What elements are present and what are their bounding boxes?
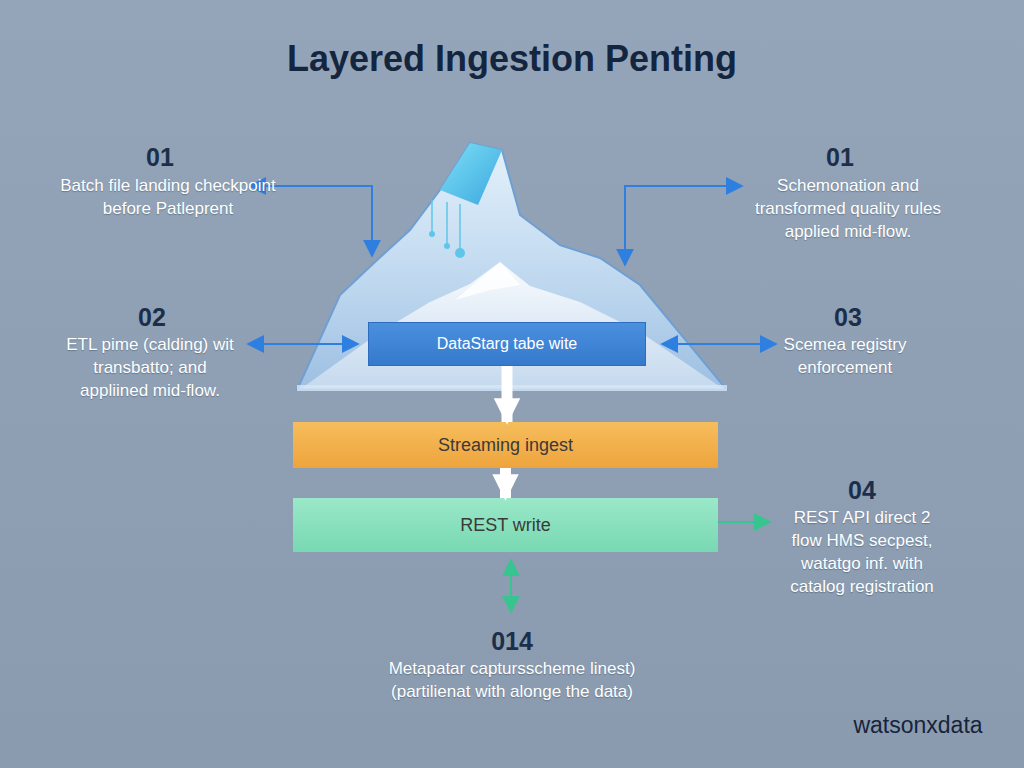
callout-text: Schemonation and transformed quality rul… (741, 174, 956, 243)
callout-number: 02 (112, 302, 192, 332)
callout-text: REST API direct 2 flow HMS secpest, wata… (777, 506, 947, 598)
diagram-title: Layered Ingestion Penting (0, 38, 1024, 80)
callout-text: ETL pime (calding) wit transbatto; and a… (65, 333, 235, 402)
callout-text: Batch file landing checkpoint before Pat… (48, 174, 288, 220)
layer-band: Streaming ingest (293, 422, 718, 468)
callout-text: Scemea registry enforcement (765, 333, 925, 379)
flow-arrow (500, 468, 511, 498)
node-label: Streaming ingest (430, 433, 581, 458)
callout-number: 03 (808, 302, 888, 332)
process-box: DataStarg tabe wite (368, 322, 646, 366)
layer-band: REST write (293, 498, 718, 552)
node-label: REST write (452, 513, 559, 538)
watermark: watsonxdata (838, 711, 998, 739)
leader-lines (248, 186, 776, 612)
iceberg (297, 143, 727, 391)
callout-number: 01 (800, 142, 880, 172)
flow-arrow (502, 366, 513, 422)
callout-number: 04 (822, 475, 902, 505)
callout-number: 01 (120, 142, 200, 172)
node-label: DataStarg tabe wite (429, 333, 586, 355)
callout-text: Metapatar captursscheme linest) (partili… (362, 657, 662, 703)
callout-number: 014 (462, 626, 562, 656)
